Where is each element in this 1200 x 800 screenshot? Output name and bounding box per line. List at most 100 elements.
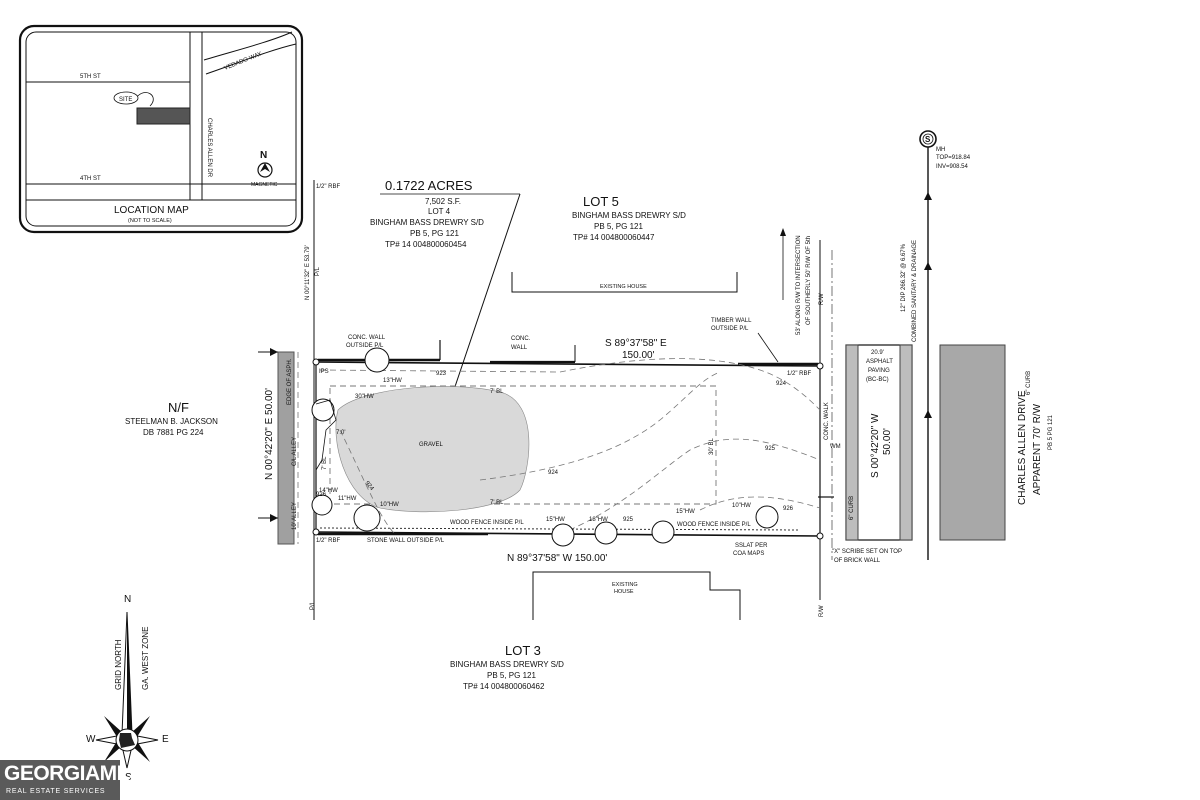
dim-7: 7.0' xyxy=(336,430,346,436)
tree-14hw: 14"HW xyxy=(319,488,338,494)
site-parcel xyxy=(136,107,191,125)
intersection-1: 53' ALONG R/W TO INTERSECTION xyxy=(796,235,802,335)
contour-923: 923 xyxy=(436,371,447,377)
compass-n: N xyxy=(124,594,131,605)
street-4th: 4TH ST xyxy=(80,176,101,182)
lot5-tax: TP# 14 004800060447 xyxy=(573,233,655,242)
curb-east: 6" CURB xyxy=(1026,371,1032,395)
manhole: S MH TOP=918.84 INV=908.54 xyxy=(919,130,971,170)
grid-north-label: GRID NORTH xyxy=(114,639,123,690)
paving-label: PAVING xyxy=(868,368,890,374)
lot3-tax: TP# 14 004800060462 xyxy=(463,682,545,691)
compass-w: W xyxy=(86,734,96,745)
brand-tagline: REAL ESTATE SERVICES xyxy=(6,788,106,795)
parcel-acres: 0.1722 ACRES xyxy=(385,178,473,193)
stone-wall: STONE WALL OUTSIDE P/L xyxy=(367,538,445,544)
curb-west: 6" CURB xyxy=(849,496,855,520)
north-distance: 150.00' xyxy=(622,350,655,361)
lot5-plat-book: PB 5, PG 121 xyxy=(594,222,643,231)
pipe-label-1: 12" DIP 266.32' @ 6.67% xyxy=(901,243,907,312)
conc-wall-outside-1: CONC. WALL xyxy=(348,335,386,341)
paving-width: 20.9' xyxy=(871,350,884,356)
tree-icons xyxy=(311,347,779,547)
property-labels: S 89°37'58" E 150.00' N 89°37'58" W 150.… xyxy=(264,184,902,610)
tree-30hw: 30"HW xyxy=(355,394,374,400)
georgia-mls-logo: GEORGIAMLS REAL ESTATE SERVICES xyxy=(0,760,143,800)
street-5th: 5TH ST xyxy=(80,74,101,80)
tree-15hw-b: 15"HW xyxy=(676,509,695,515)
parcel-plat-book: PB 5, PG 121 xyxy=(410,229,459,238)
location-map: SITE 5TH ST 4TH ST VEDADO WAY CHARLES AL… xyxy=(18,24,304,234)
contour-924-c: 924 xyxy=(776,381,787,387)
north-bearing: S 89°37'58" E xyxy=(605,338,667,349)
compass-s: S xyxy=(125,772,132,783)
paving-type: ASPHALT xyxy=(866,359,893,365)
bl-bottom: 7' BL xyxy=(490,500,504,506)
location-map-subtitle: (NOT TO SCALE) xyxy=(128,218,172,224)
contour-924-b: 924 xyxy=(548,470,559,476)
parcel-lot: LOT 4 xyxy=(428,207,451,216)
manhole-inv: INV=908.54 xyxy=(936,164,969,170)
south-bearing: N 89°37'58" W 150.00' xyxy=(507,553,607,564)
lot3-plat-book: PB 5, PG 121 xyxy=(487,671,536,680)
wm-label: WM xyxy=(830,444,841,450)
bl-30: 30' BL xyxy=(709,438,715,455)
north-letter: N xyxy=(260,150,267,161)
manhole-top: TOP=918.84 xyxy=(936,155,971,161)
lot3-house-2: HOUSE xyxy=(614,589,634,595)
tree-18hw: 18"HW xyxy=(589,517,608,523)
compass-e: E xyxy=(162,734,169,745)
north-note: MAGNETIC xyxy=(251,182,278,188)
tree-13hw: 13"HW xyxy=(383,378,402,384)
scribe-2: OF BRICK WALL xyxy=(834,558,881,564)
tree-15hw-a: 15"HW xyxy=(546,517,565,523)
compass-rose-icon xyxy=(95,611,159,769)
rbf-ne: 1/2" RBF xyxy=(787,371,811,377)
wood-fence-2: WOOD FENCE INSIDE P/L xyxy=(677,522,751,528)
neighbor-deed: DB 7881 PG 224 xyxy=(143,428,204,437)
lot3-name: LOT 3 xyxy=(505,643,541,658)
manhole-mh: MH xyxy=(936,147,945,153)
grid-north-compass: N E S W GRID NORTH GA. WEST ZONE xyxy=(86,594,169,783)
lot5-house: EXISTING HOUSE xyxy=(600,284,647,290)
west-bearing: N 00°42'20" E 50.00' xyxy=(264,388,275,480)
edge-asph: EDGE OF ASPH. xyxy=(287,358,293,405)
lot3-subdivision: BINGHAM BASS DREWRY S/D xyxy=(450,660,564,669)
street-pb: PB 5 PG 121 xyxy=(1048,414,1054,450)
contour-926-a: 926 xyxy=(316,492,327,498)
contour-925-a: 925 xyxy=(623,517,634,523)
bl-top: 7' BL xyxy=(490,389,504,395)
conc-walk: CONC. WALK xyxy=(824,402,830,440)
timber-wall-2: OUTSIDE P/L xyxy=(711,326,749,332)
tree-11hw: 11"HW xyxy=(338,496,357,502)
contour-924-a: 924 xyxy=(363,480,374,492)
location-map-title: LOCATION MAP xyxy=(114,205,189,216)
manhole-symbol: S xyxy=(925,135,931,144)
wood-fence-1: WOOD FENCE INSIDE P/L xyxy=(450,520,524,526)
site-label: SITE xyxy=(119,97,132,103)
parcel-tax: TP# 14 004800060454 xyxy=(385,240,467,249)
lot5-name: LOT 5 xyxy=(583,194,619,209)
rbf-sw: 1/2" RBF xyxy=(316,538,340,544)
street-name: CHARLES ALLEN DRIVE xyxy=(1017,390,1028,505)
neighbor-owner: STEELMAN B. JACKSON xyxy=(125,417,218,426)
pl-top: P/L xyxy=(315,266,321,276)
tie-bearing: N 00°11'32" E 53.79' xyxy=(305,245,311,300)
east-distance: 50.00' xyxy=(882,428,893,455)
contour-926-b: 926 xyxy=(783,506,794,512)
street-row: APPARENT 70' R/W xyxy=(1032,403,1043,495)
paving-bcbc: (BC-BC) xyxy=(866,377,889,383)
lot5-subdivision: BINGHAM BASS DREWRY S/D xyxy=(572,211,686,220)
property xyxy=(277,180,834,620)
sslat-1: SSLAT PER xyxy=(735,543,768,549)
charles-allen-drive: 20.9' ASPHALT PAVING (BC-BC) CHARLES ALL… xyxy=(780,140,1054,617)
intersection-2: OF SOUTHERLY 50' R/W OF 5th xyxy=(806,236,812,325)
lot-3: EXISTING HOUSE LOT 3 BINGHAM BASS DREWRY… xyxy=(450,571,741,691)
ga-west-zone-label: GA. WEST ZONE xyxy=(141,627,150,690)
brand-name: GEORGIAMLS xyxy=(4,762,143,785)
pipe-label-2: COMBINED SANITARY & DRAINAGE xyxy=(912,240,918,342)
rw-bottom: R/W xyxy=(819,605,825,617)
alley-10: 10' ALLEY xyxy=(292,502,298,530)
rw-top: R/W xyxy=(819,293,825,305)
